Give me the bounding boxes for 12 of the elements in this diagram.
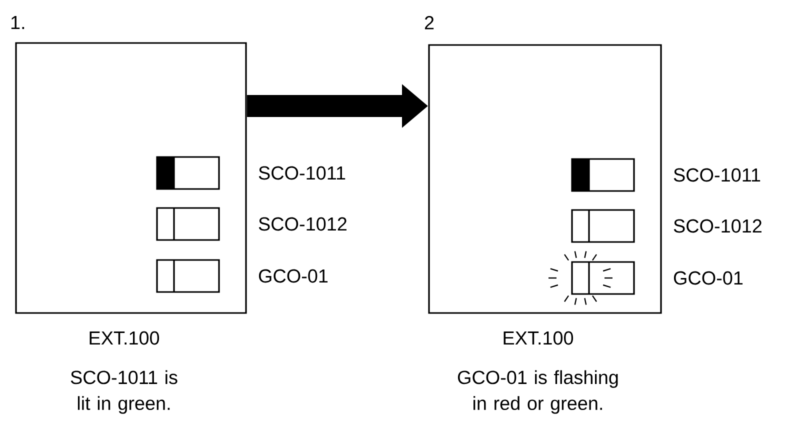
key-label: SCO-1012 xyxy=(674,219,762,233)
caption: GCO-01 is flashing in red or green. xyxy=(458,370,618,414)
caption: SCO-1011 is lit in green. xyxy=(70,370,178,414)
key-label: SCO-1011 xyxy=(258,166,346,180)
key-label: GCO-01 xyxy=(674,271,743,285)
key-label: GCO-01 xyxy=(258,269,328,283)
step-number: 1. xyxy=(11,16,24,30)
key-label: SCO-1011 xyxy=(674,168,760,182)
step-number: 2 xyxy=(424,16,434,30)
extension-label: EXT.100 xyxy=(90,331,160,345)
extension-label: EXT.100 xyxy=(504,331,574,345)
key-label: SCO-1012 xyxy=(258,217,346,231)
